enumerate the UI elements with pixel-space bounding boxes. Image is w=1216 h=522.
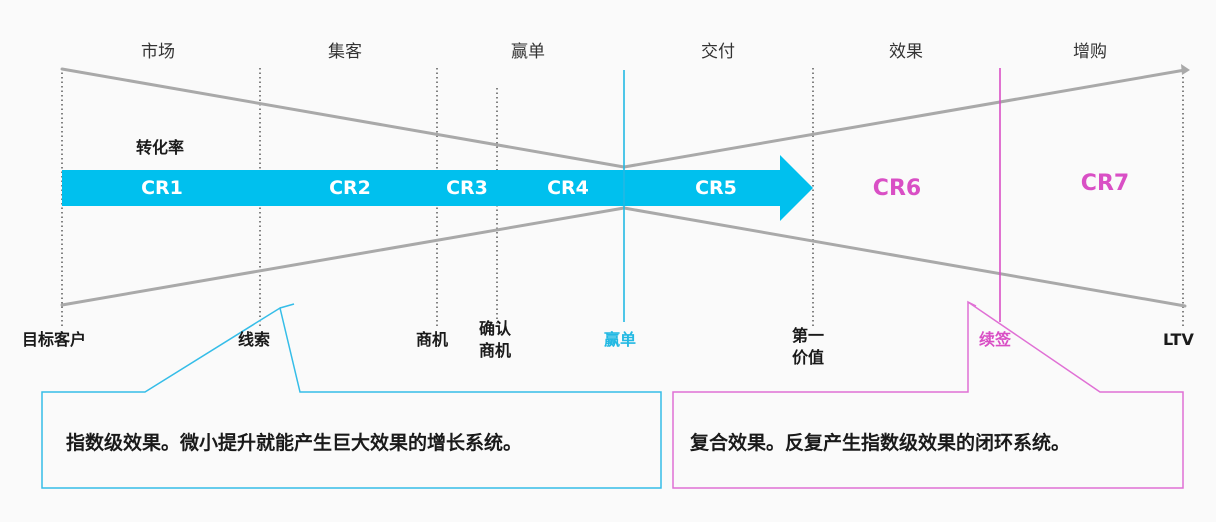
milestone-first-value: 第一 价值 xyxy=(792,326,825,367)
right-callout-box xyxy=(672,300,1184,489)
cr5-label: CR5 xyxy=(695,177,737,199)
right-callout-text: 复合效果。反复产生指数级效果的闭环系统。 xyxy=(690,432,1071,454)
cr1-label: CR1 xyxy=(141,177,183,199)
stage-separators xyxy=(61,68,1184,326)
milestone-confirmed-opportunity: 确认 商机 xyxy=(479,319,512,360)
line-end-markers xyxy=(1181,64,1190,75)
conversion-rate-title: 转化率 xyxy=(136,138,185,157)
milestone-win: 赢单 xyxy=(604,330,637,349)
milestone-opportunity: 商机 xyxy=(416,330,449,349)
cr2-label: CR2 xyxy=(329,177,371,199)
milestone-target-customer: 目标客户 xyxy=(22,330,87,349)
cr7-label: CR7 xyxy=(1080,171,1130,196)
left-callout-text: 指数级效果。微小提升就能产生巨大效果的增长系统。 xyxy=(66,432,523,454)
milestone-lead: 线索 xyxy=(238,330,271,349)
funnel-lines xyxy=(60,67,1187,308)
cr3-label: CR3 xyxy=(446,177,488,199)
milestone-renewal: 续签 xyxy=(979,330,1012,349)
stage-label-market: 市场 xyxy=(141,42,175,62)
stage-label-effect: 效果 xyxy=(889,42,923,62)
cr6-label: CR6 xyxy=(872,176,922,201)
stage-label-win: 赢单 xyxy=(511,42,545,62)
stage-label-delivery: 交付 xyxy=(701,42,735,62)
milestone-ltv: LTV xyxy=(1163,330,1194,349)
conversion-arrow-icon xyxy=(62,155,813,221)
left-callout-box xyxy=(41,306,662,489)
stage-label-acquisition: 集客 xyxy=(328,42,362,62)
stage-label-upsell: 增购 xyxy=(1073,42,1107,62)
cr4-label: CR4 xyxy=(547,177,589,199)
